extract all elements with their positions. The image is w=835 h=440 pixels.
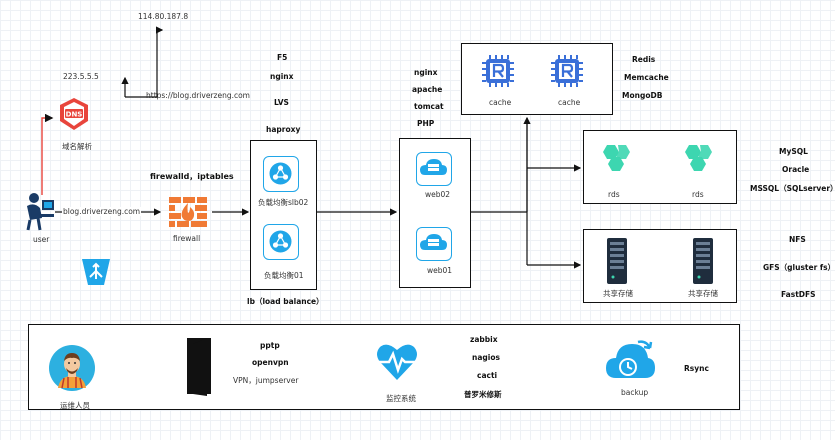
- lb-box: [250, 140, 317, 290]
- lb-tech-2: LVS: [274, 98, 289, 107]
- ops-person-avatar[interactable]: [48, 344, 96, 392]
- firewall-title: firewalld，iptables: [150, 172, 234, 181]
- web-server-icon-bottom[interactable]: [416, 227, 452, 261]
- backup-label: backup: [621, 388, 649, 397]
- web-node-bottom-label: web01: [427, 266, 453, 275]
- storage-node-left-label: 共享存储: [603, 289, 633, 298]
- dns-icon-text: DNS: [66, 111, 83, 119]
- web-tech-1: apache: [412, 85, 443, 94]
- monitor-heart-icon[interactable]: [375, 340, 419, 384]
- backup-cloud-icon[interactable]: [604, 336, 656, 382]
- url-label: https://blog.driverzeng.com: [146, 91, 250, 100]
- user-label: user: [33, 235, 50, 244]
- rds-icon-left[interactable]: [598, 143, 632, 173]
- slb-icon-top[interactable]: [263, 156, 299, 192]
- storage-server-icon-left[interactable]: [607, 238, 627, 284]
- lb-label: lb（load balance）: [247, 297, 324, 306]
- user-icon[interactable]: [24, 192, 56, 232]
- storage-server-icon-right[interactable]: [693, 238, 713, 284]
- vpn-tech-1: openvpn: [252, 358, 289, 367]
- line-user-dns: [41, 113, 54, 195]
- cache-node-right-label: cache: [558, 98, 581, 107]
- lb-tech-3: haproxy: [266, 125, 301, 134]
- ip-dns-label: 223.5.5.5: [63, 72, 99, 81]
- monitor-tech-1: nagios: [472, 353, 500, 362]
- cache-tech-1: Memcache: [624, 73, 669, 82]
- firewall-label: firewall: [173, 234, 201, 243]
- dns-icon[interactable]: DNS: [57, 97, 91, 131]
- web-tech-0: nginx: [414, 68, 438, 77]
- web-box: [399, 138, 471, 288]
- lb-tech-0: F5: [277, 53, 288, 62]
- lb-node-top-label: 负载均衡slb02: [258, 198, 309, 207]
- rds-node-left-label: rds: [608, 190, 620, 199]
- monitor-tech-2: cacti: [477, 371, 498, 380]
- ip-top-label: 114.80.187.8: [138, 12, 189, 21]
- domain-label: blog.driverzeng.com: [62, 207, 142, 216]
- cache-node-left-label: cache: [489, 98, 512, 107]
- cache-tech-0: Redis: [632, 55, 656, 64]
- dns-label: 域名解析: [62, 142, 92, 151]
- vpn-door-icon[interactable]: [183, 336, 217, 398]
- vpn-label: VPN，jumpserver: [233, 376, 299, 385]
- rds-box: [583, 130, 737, 204]
- backup-tech: Rsync: [684, 364, 709, 373]
- line-dns-top: [125, 26, 164, 98]
- storage-tech-2: FastDFS: [781, 290, 816, 299]
- redis-chip-icon-left[interactable]: [481, 54, 515, 88]
- network-share-icon[interactable]: [78, 257, 114, 287]
- storage-tech-0: NFS: [789, 235, 806, 244]
- vpn-tech-0: pptp: [260, 341, 280, 350]
- lb-tech-1: nginx: [270, 72, 294, 81]
- cache-tech-2: MongoDB: [622, 91, 663, 100]
- firewall-icon[interactable]: [168, 195, 208, 229]
- web-tech-2: tomcat: [414, 102, 444, 111]
- web-server-icon-top[interactable]: [416, 152, 452, 186]
- lb-node-bottom-label: 负载均衡01: [264, 271, 304, 280]
- ops-person-label: 运维人员: [60, 401, 90, 410]
- rds-tech-1: Oracle: [782, 165, 810, 174]
- web-tech-3: PHP: [417, 119, 435, 128]
- redis-chip-icon-right[interactable]: [550, 54, 584, 88]
- monitor-tech-3: 普罗米修斯: [464, 390, 502, 399]
- storage-node-right-label: 共享存储: [688, 289, 718, 298]
- monitor-label: 监控系统: [386, 394, 416, 403]
- monitor-tech-0: zabbix: [470, 335, 498, 344]
- slb-icon-bottom[interactable]: [263, 224, 299, 260]
- storage-tech-1: GFS（gluster fs）: [763, 263, 835, 272]
- rds-icon-right[interactable]: [680, 143, 714, 173]
- rds-tech-2: MSSQL（SQLserver）: [750, 184, 835, 193]
- web-node-top-label: web02: [425, 190, 451, 199]
- rds-node-right-label: rds: [692, 190, 704, 199]
- rds-tech-0: MySQL: [779, 147, 808, 156]
